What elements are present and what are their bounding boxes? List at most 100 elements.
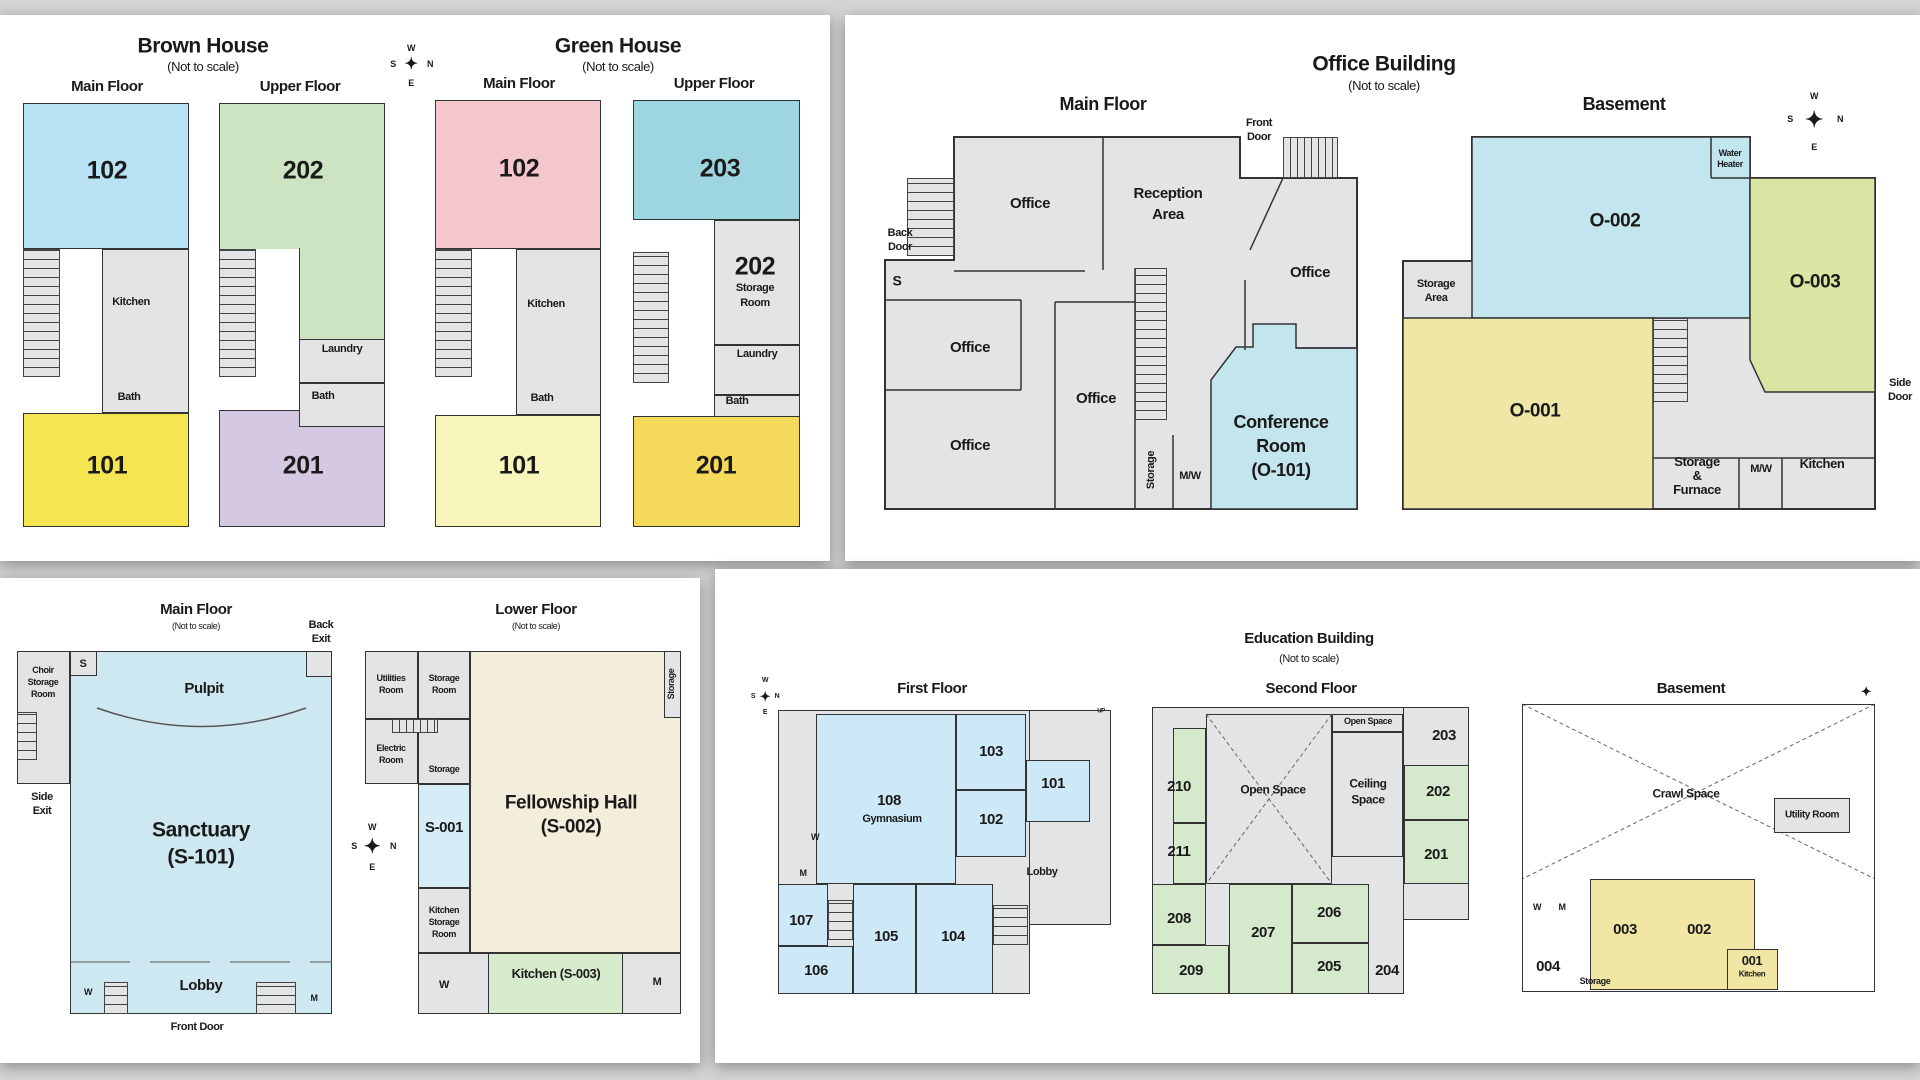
brown-upper-bath-label: Bath <box>311 389 335 402</box>
brown-upper-bath[interactable] <box>299 383 385 427</box>
edu-compass-rose-icon: ✦ <box>759 688 771 704</box>
brown-room-102[interactable] <box>23 103 189 249</box>
basement-kitchen-label: Kitchen <box>1799 455 1845 471</box>
brown-room-202[interactable] <box>219 103 385 249</box>
edu-compass-s: S <box>750 693 756 701</box>
room-211[interactable] <box>1173 823 1206 884</box>
front-door-label: Front Door <box>170 1020 224 1033</box>
reception-label-1[interactable]: Reception <box>1133 184 1203 202</box>
room-103[interactable] <box>956 714 1026 790</box>
compass-w: W <box>406 43 416 54</box>
room-206[interactable] <box>1292 884 1369 943</box>
room-207[interactable] <box>1229 884 1292 994</box>
crawl-space[interactable] <box>1522 704 1875 992</box>
sanctuary-label-2: (S-101) <box>167 845 235 869</box>
education-title: Education Building <box>1244 629 1374 647</box>
pulpit-label[interactable]: Pulpit <box>184 679 224 697</box>
office-compass-w: W <box>1809 91 1819 102</box>
room-107[interactable] <box>778 884 828 946</box>
room-201-second[interactable] <box>1404 820 1469 884</box>
r001-label: 001 <box>1741 952 1763 968</box>
green-203-label: 203 <box>699 154 741 183</box>
room-105[interactable] <box>853 884 916 994</box>
kitchen-storage-label-1: Kitchen <box>428 905 460 916</box>
open-space-label: Open Space <box>1240 782 1306 797</box>
room-210[interactable] <box>1173 728 1206 823</box>
conference-label-1[interactable]: Conference <box>1233 412 1329 433</box>
o001-label[interactable]: O-001 <box>1509 400 1561 422</box>
room-202-second[interactable] <box>1404 765 1469 820</box>
storage-room-label-1: Storage <box>428 673 460 684</box>
first-stairs-1 <box>828 900 853 940</box>
ceiling-label-2: Space <box>1351 792 1385 807</box>
utility-room-label: Utility Room <box>1784 809 1840 821</box>
utilities-room[interactable] <box>365 651 418 719</box>
r210-label: 210 <box>1167 777 1191 795</box>
office-subtitle: (Not to scale) <box>1348 77 1420 93</box>
room-001-kitchen[interactable] <box>1727 949 1778 990</box>
green-kitchen[interactable] <box>516 249 601 415</box>
base-compass-rose-icon: ✦ <box>1860 683 1872 699</box>
fellowship-label-1[interactable]: Fellowship Hall <box>504 792 638 814</box>
o003-label[interactable]: O-003 <box>1789 271 1841 293</box>
room-101[interactable] <box>1026 760 1090 822</box>
room-102[interactable] <box>956 790 1026 857</box>
sanctuary-label-1[interactable]: Sanctuary <box>152 818 250 842</box>
sanctuary[interactable] <box>70 651 332 1014</box>
office-3-label[interactable]: Office <box>949 338 991 356</box>
brown-kitchen[interactable] <box>102 249 189 413</box>
office-5-label[interactable]: Office <box>1075 389 1117 407</box>
room-s-001[interactable] <box>418 784 470 888</box>
fellowship-label-2: (S-002) <box>540 816 602 838</box>
first-up-label: UP <box>1097 708 1105 715</box>
r209-label: 209 <box>1179 961 1203 979</box>
green-main-floor-label: Main Floor <box>483 74 555 92</box>
green-room-101[interactable] <box>435 415 601 527</box>
room-205[interactable] <box>1292 943 1369 994</box>
green-storage-label: Storage <box>735 281 775 294</box>
green-laundry[interactable] <box>714 345 800 395</box>
brown-laundry[interactable] <box>299 339 385 383</box>
fellowship-hall[interactable] <box>470 651 681 953</box>
s001-label[interactable]: S-001 <box>424 818 464 836</box>
front-door-label-2: Door <box>1246 130 1272 143</box>
o002-label[interactable]: O-002 <box>1589 210 1641 232</box>
brown-upper-stairs <box>219 249 256 377</box>
room-209[interactable] <box>1152 945 1229 994</box>
green-room-203[interactable] <box>633 100 800 220</box>
green-room-201[interactable] <box>633 416 800 527</box>
office-2-label[interactable]: Office <box>1289 263 1331 281</box>
room-104[interactable] <box>916 884 993 994</box>
r203-second-label: 203 <box>1432 726 1456 744</box>
office-compass-rose-icon: ✦ <box>1804 106 1824 132</box>
office-1-label[interactable]: Office <box>1009 194 1051 212</box>
lobby-stairs-left <box>104 982 128 1014</box>
r207-label: 207 <box>1251 923 1275 941</box>
room-208[interactable] <box>1152 884 1206 945</box>
edu-compass-e: E <box>762 709 768 717</box>
kitchen-s003-label[interactable]: Kitchen (S-003) <box>511 965 601 981</box>
lower-storage-room[interactable] <box>418 651 470 719</box>
green-room-102[interactable] <box>435 100 601 249</box>
green-room-202-storage[interactable] <box>714 220 800 345</box>
r105-label: 105 <box>874 927 898 945</box>
lower-storage-strip <box>664 651 681 718</box>
lower-w-label: W <box>439 978 449 991</box>
brown-room-201[interactable] <box>219 410 385 527</box>
r107-label: 107 <box>789 911 813 929</box>
room-106[interactable] <box>778 946 853 994</box>
brown-laundry-label: Laundry <box>321 342 363 355</box>
room-108-gym[interactable] <box>816 714 956 884</box>
kitchen-storage-room[interactable] <box>418 888 470 953</box>
green-laundry-label: Laundry <box>736 347 778 360</box>
lobby-label[interactable]: Lobby <box>179 976 223 994</box>
kitchen-s-003[interactable] <box>488 953 623 1014</box>
office-o001 <box>1402 317 1654 510</box>
ceiling-space[interactable] <box>1332 732 1403 857</box>
choir-label-1: Choir <box>32 665 54 676</box>
ceiling-label-1: Ceiling <box>1349 776 1387 791</box>
brown-room-101[interactable] <box>23 413 189 527</box>
office-4-label[interactable]: Office <box>949 436 991 454</box>
utility-room[interactable] <box>1774 798 1850 833</box>
